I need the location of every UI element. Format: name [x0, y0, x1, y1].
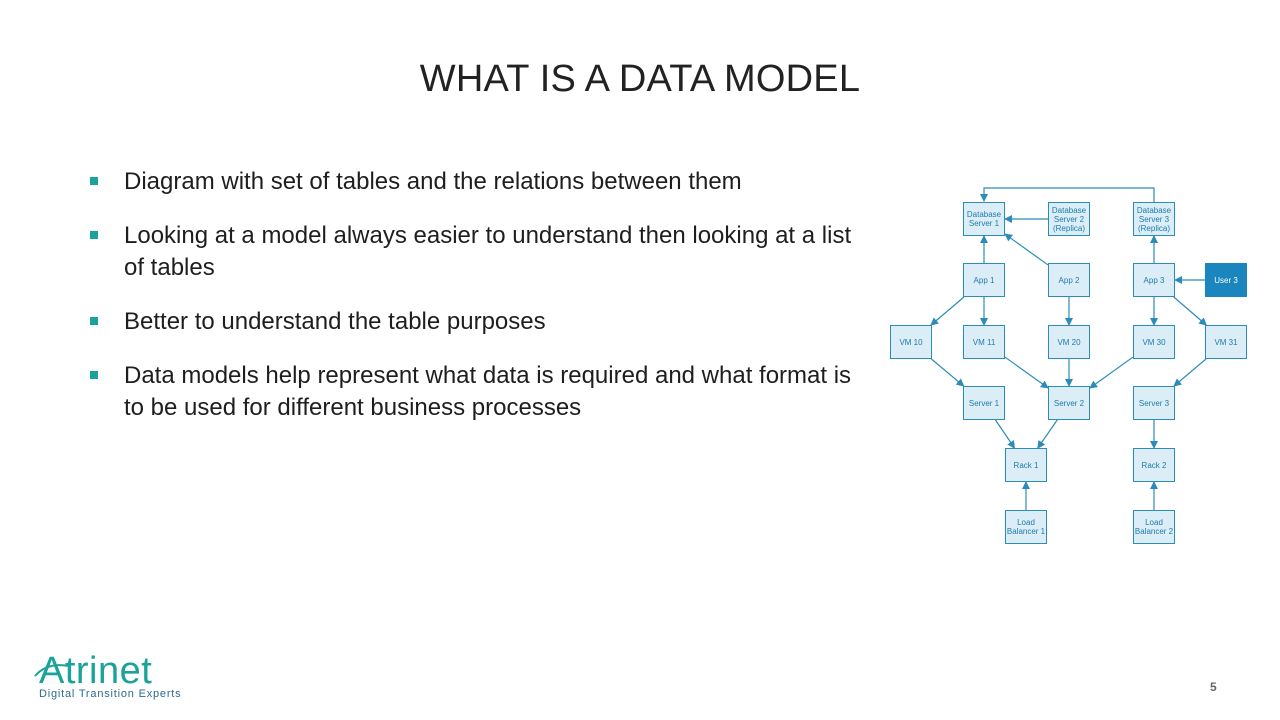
edge-app1-vm10: [930, 296, 965, 326]
node-load-balancer-2: Load Balancer 2: [1133, 510, 1175, 544]
edge-app3-vm31: [1173, 296, 1208, 326]
bullet-square-icon: [90, 231, 98, 239]
atrinet-logo: Atrinet Digital Transition Experts: [33, 650, 193, 702]
bullet-square-icon: [90, 371, 98, 379]
edge-vm30-srv2: [1089, 356, 1134, 389]
node-rack-1: Rack 1: [1005, 448, 1047, 482]
node-user-3: User 3: [1205, 263, 1247, 297]
node-database-server-3: Database Server 3 (Replica): [1133, 202, 1175, 236]
edge-srv1-rack1: [995, 419, 1016, 449]
node-app-2: App 2: [1048, 263, 1090, 297]
logo-wordmark: Atrinet: [39, 650, 153, 692]
bullet-text: Data models help represent what data is …: [124, 362, 852, 421]
node-database-server-1: Database Server 1: [963, 202, 1005, 236]
logo-swoosh-icon: [34, 664, 70, 677]
node-load-balancer-1: Load Balancer 1: [1005, 510, 1047, 544]
node-server-2: Server 2: [1048, 386, 1090, 420]
node-server-1: Server 1: [963, 386, 1005, 420]
edge-vm10-srv1: [930, 358, 965, 387]
slide-title: WHAT IS A DATA MODEL: [419, 58, 861, 100]
bullet-item: Better to understand the table purposes: [88, 306, 858, 338]
node-app-1: App 1: [963, 263, 1005, 297]
node-database-server-2: Database Server 2 (Replica): [1048, 202, 1090, 236]
node-server-3: Server 3: [1133, 386, 1175, 420]
edge-srv2-rack1: [1037, 419, 1058, 449]
bullet-item: Diagram with set of tables and the relat…: [88, 166, 858, 198]
node-vm-31: VM 31: [1205, 325, 1247, 359]
bullet-text: Looking at a model always easier to unde…: [124, 222, 852, 281]
bullet-item: Data models help represent what data is …: [88, 360, 858, 424]
edge-app2-db1: [1004, 233, 1049, 266]
diagram-edges: [930, 187, 1208, 510]
node-rack-2: Rack 2: [1133, 448, 1175, 482]
node-app-3: App 3: [1133, 263, 1175, 297]
node-vm-11: VM 11: [963, 325, 1005, 359]
page-number: 5: [1210, 680, 1217, 694]
data-model-diagram: Database Server 1 Database Server 2 (Rep…: [885, 180, 1250, 550]
bullet-square-icon: [90, 177, 98, 185]
edge-db3-db1: [980, 187, 1155, 202]
bullet-text: Better to understand the table purposes: [124, 308, 546, 335]
node-vm-20: VM 20: [1048, 325, 1090, 359]
bullet-list: Diagram with set of tables and the relat…: [88, 166, 858, 446]
bullet-square-icon: [90, 317, 98, 325]
edge-vm31-srv3: [1173, 358, 1207, 387]
node-vm-10: VM 10: [890, 325, 932, 359]
bullet-text: Diagram with set of tables and the relat…: [124, 168, 742, 195]
logo-tagline: Digital Transition Experts: [39, 688, 182, 700]
node-vm-30: VM 30: [1133, 325, 1175, 359]
edge-vm11-srv2: [1004, 356, 1049, 389]
bullet-item: Looking at a model always easier to unde…: [88, 220, 858, 284]
